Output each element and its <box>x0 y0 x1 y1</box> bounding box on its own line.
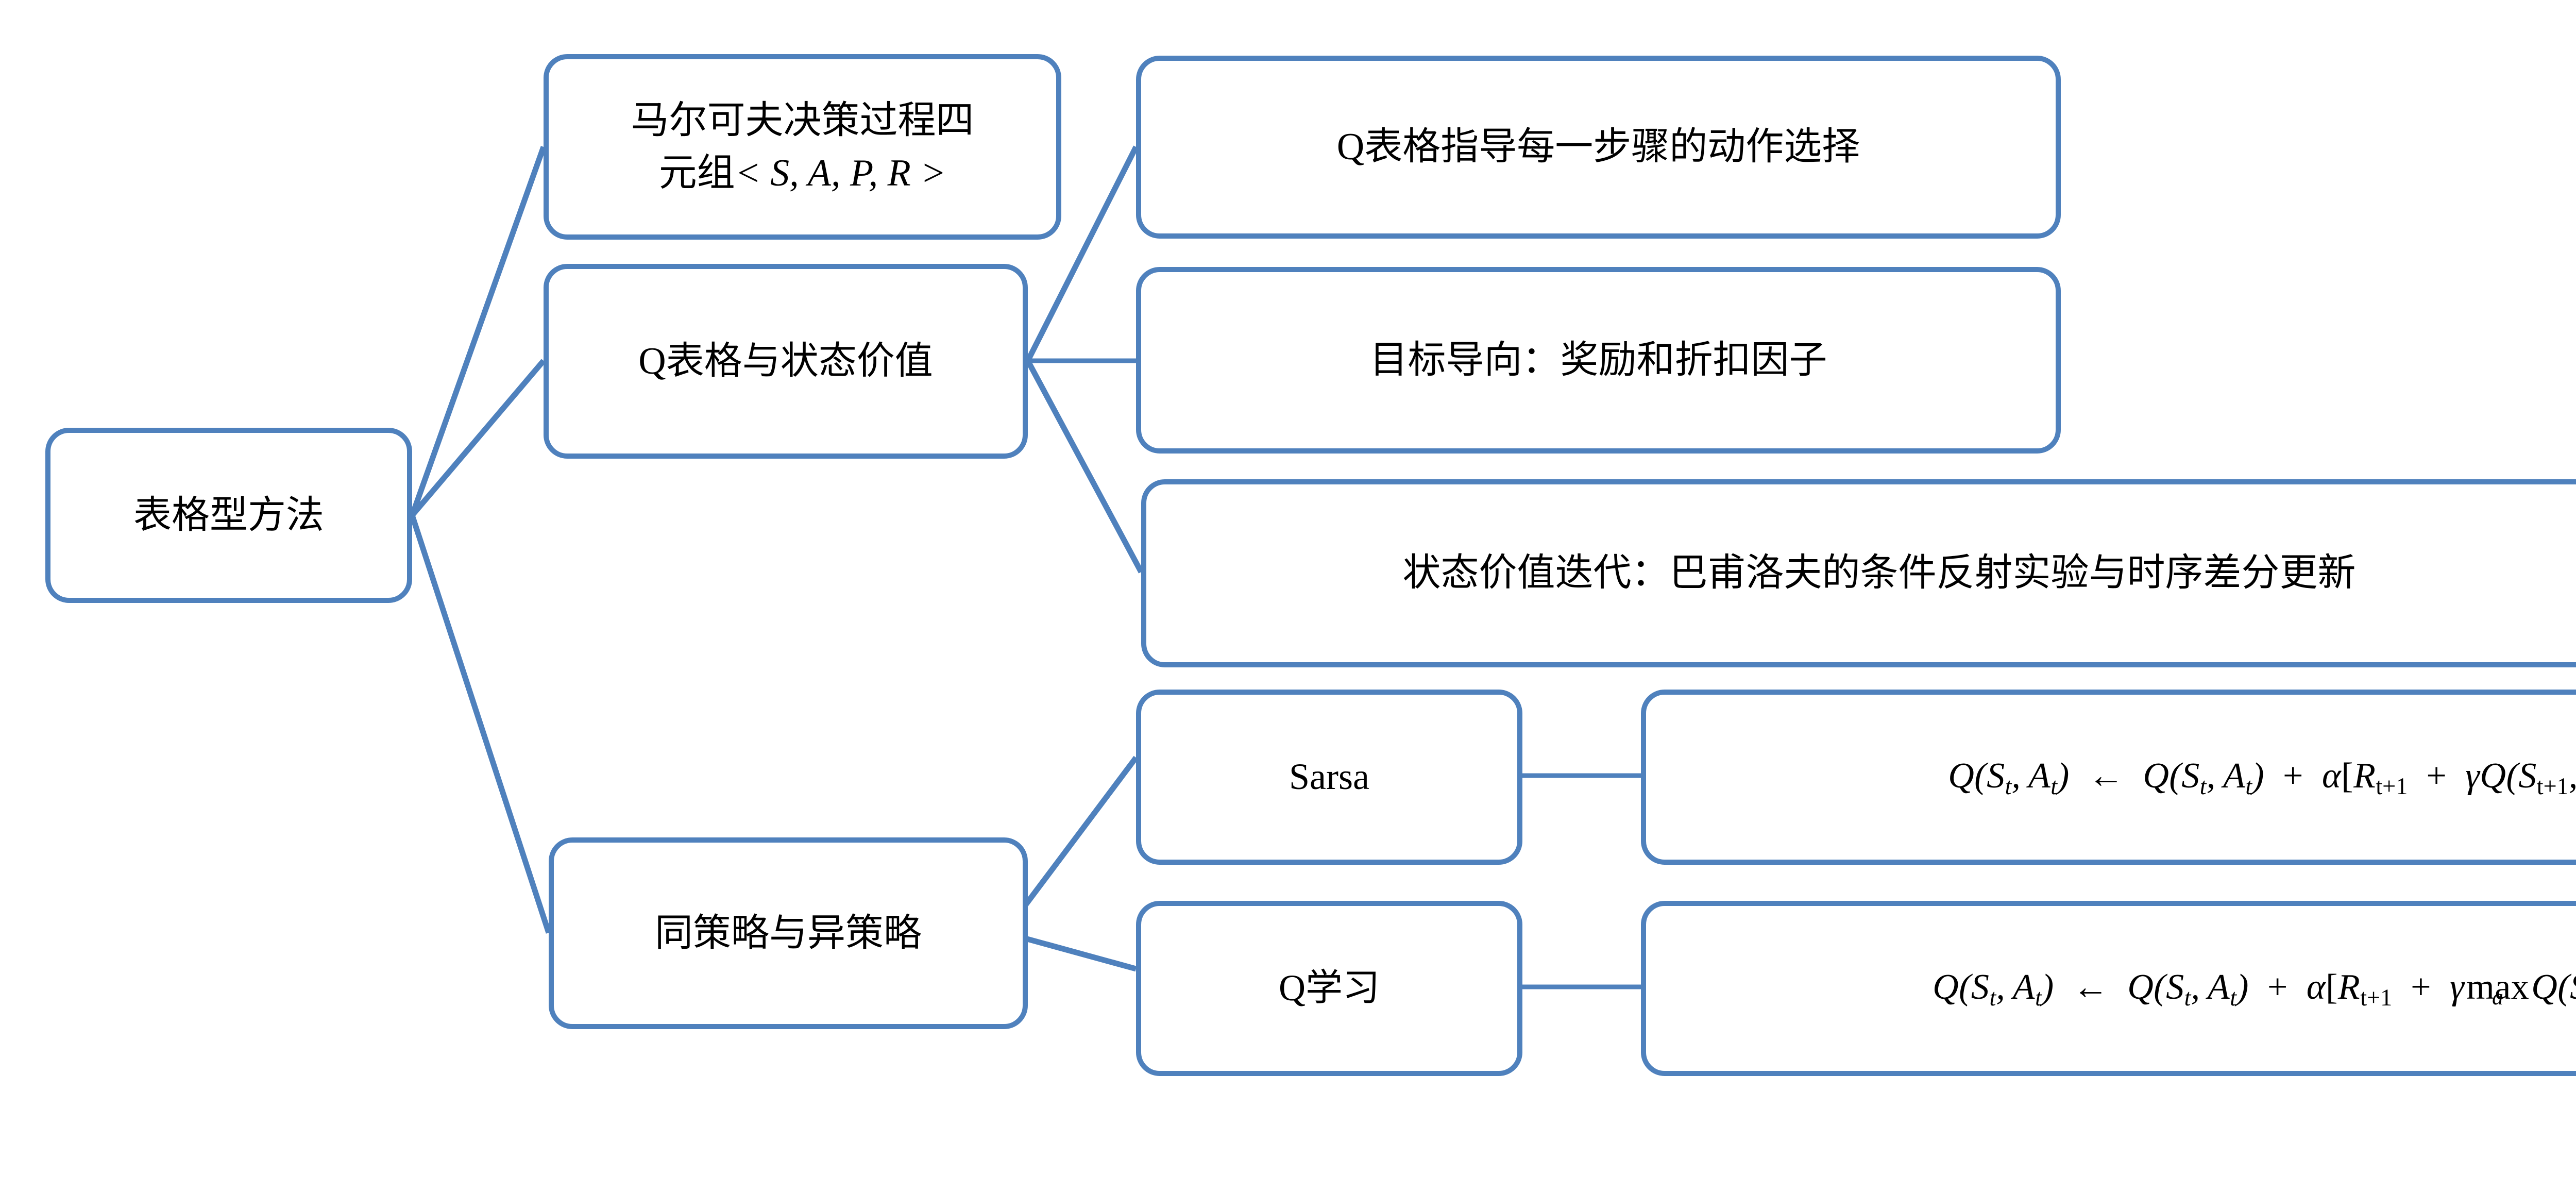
node-qlearning-label: Q学习 <box>1279 967 1380 1009</box>
node-goal-oriented-label: 目标导向：奖励和折扣因子 <box>1369 339 1827 381</box>
ql-reward: Rt+1 <box>2337 967 2393 1011</box>
sarsa-plus2: + <box>2417 756 2456 796</box>
ql-arrow: ← <box>2063 967 2119 1008</box>
node-mdp-line2-math: < S, A, P, R > <box>735 152 946 194</box>
node-action-select[interactable]: Q表格指导每一步骤的动作选择 <box>1136 56 2061 239</box>
node-policy-label: 同策略与异策略 <box>655 912 922 954</box>
sarsa-reward: Rt+1 <box>2353 756 2408 800</box>
ql-max-subscript: a <box>2492 985 2504 1010</box>
sarsa-gamma: γ <box>2465 756 2480 796</box>
edge-root-to-policy <box>409 514 552 934</box>
node-action-select-label: Q表格指导每一步骤的动作选择 <box>1336 126 1860 169</box>
node-qtable-label: Q表格与状态价值 <box>638 340 933 382</box>
edge-root-to-qtable <box>410 359 546 517</box>
ql-q2: Q(St, At) <box>2127 967 2249 1011</box>
ql-open-bracket: [ <box>2326 967 2338 1008</box>
ql-q-next: Q(St+1, a) <box>2531 967 2576 1008</box>
sarsa-q-next: Q(St+1, At+1) <box>2480 756 2576 800</box>
node-root[interactable]: 表格型方法 <box>45 428 412 603</box>
sarsa-alpha: α <box>2322 756 2342 796</box>
sarsa-arrow: ← <box>2078 756 2134 796</box>
node-qtable[interactable]: Q表格与状态价值 <box>544 264 1028 459</box>
node-value-iteration-label: 状态价值迭代：巴甫洛夫的条件反射实验与时序差分更新 <box>1402 552 2356 595</box>
node-sarsa-formula[interactable]: Q(St, At) ← Q(St, At) + α[Rt+1 + γQ(St+1… <box>1641 690 2576 865</box>
sarsa-plus: + <box>2274 756 2313 796</box>
ql-plus: + <box>2258 967 2297 1008</box>
node-mdp-line1: 马尔可夫决策过程四 <box>631 99 974 142</box>
node-mdp-line2-prefix: 元组 <box>658 152 735 194</box>
ql-plus2: + <box>2401 967 2441 1008</box>
sarsa-q1: Q(St, At) <box>1948 756 2070 800</box>
ql-gamma: γ <box>2450 967 2465 1008</box>
ql-q1: Q(St, At) <box>1933 967 2054 1011</box>
ql-alpha: α <box>2306 967 2326 1008</box>
edge-root-to-mdp <box>409 146 547 516</box>
sarsa-formula-expression: Q(St, At) ← Q(St, At) + α[Rt+1 + γQ(St+1… <box>1657 751 2576 803</box>
sarsa-q2: Q(St, At) <box>2143 756 2265 800</box>
node-value-iteration[interactable]: 状态价值迭代：巴甫洛夫的条件反射实验与时序差分更新 <box>1141 479 2576 667</box>
node-mdp[interactable]: 马尔可夫决策过程四 元组< S, A, P, R > <box>544 54 1061 240</box>
node-goal-oriented[interactable]: 目标导向：奖励和折扣因子 <box>1136 267 2061 454</box>
node-sarsa-label: Sarsa <box>1289 756 1369 798</box>
node-qlearning[interactable]: Q学习 <box>1136 901 1522 1076</box>
sarsa-open-bracket: [ <box>2341 756 2354 796</box>
node-policy[interactable]: 同策略与异策略 <box>549 837 1028 1029</box>
node-mdp-label: 马尔可夫决策过程四 元组< S, A, P, R > <box>560 94 1045 199</box>
node-sarsa[interactable]: Sarsa <box>1136 690 1522 865</box>
edge-qtable-to-value-iter <box>1025 359 1144 574</box>
node-root-label: 表格型方法 <box>133 494 324 536</box>
